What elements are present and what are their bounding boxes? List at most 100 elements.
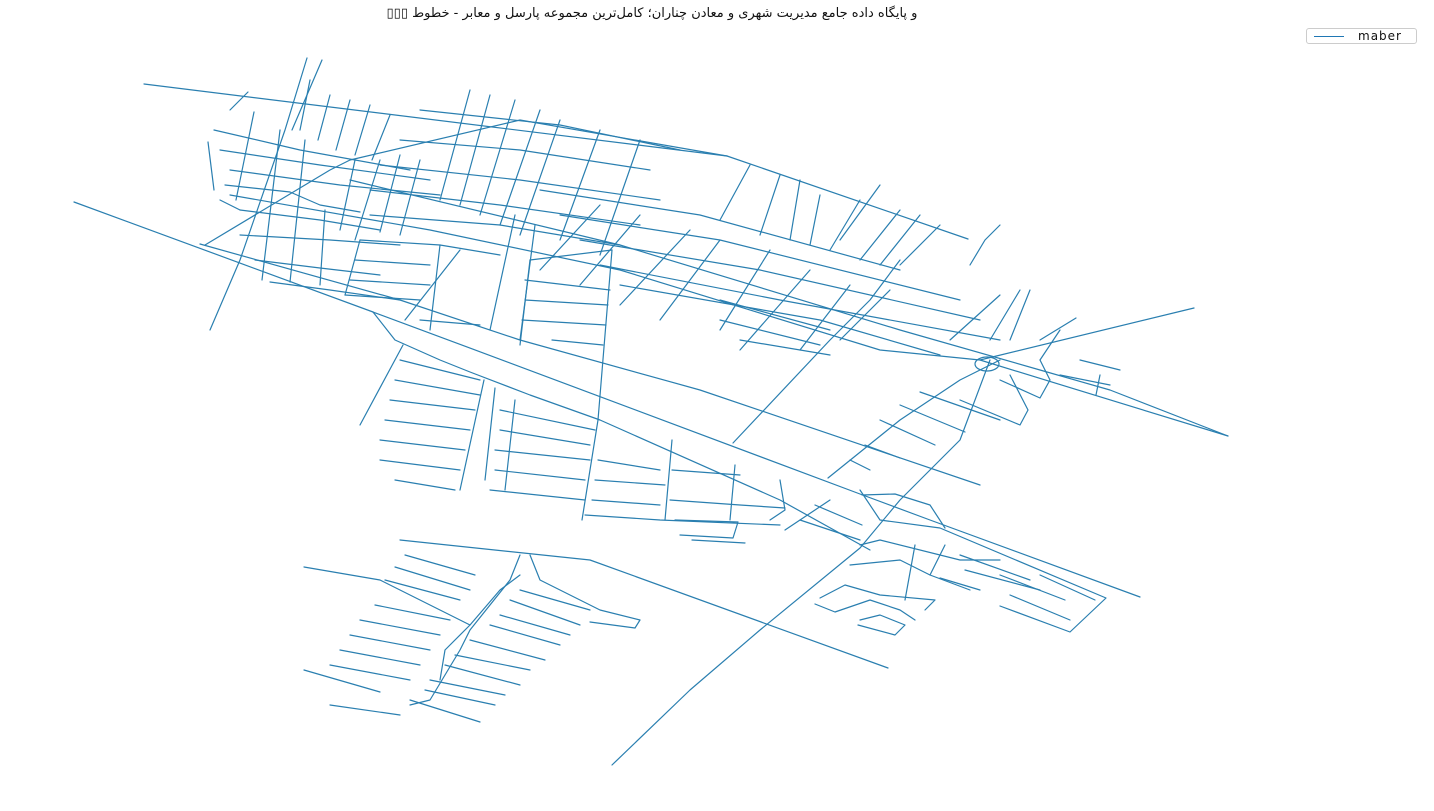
street-line <box>399 359 481 381</box>
street-line <box>489 489 586 501</box>
street-line <box>999 359 1051 399</box>
street-line <box>674 519 739 539</box>
street-line <box>899 404 966 433</box>
street-line <box>404 554 476 576</box>
street-line <box>229 169 441 196</box>
street-line <box>584 514 781 526</box>
street-line <box>439 89 471 201</box>
street-line <box>354 104 371 156</box>
street-line <box>409 554 521 706</box>
street-line <box>317 94 331 141</box>
street-line <box>349 279 431 286</box>
street-line <box>303 566 471 626</box>
street-line <box>73 201 374 313</box>
street-line <box>597 459 661 471</box>
east-grid <box>849 359 1121 471</box>
street-line <box>439 574 521 681</box>
street-line <box>591 499 661 506</box>
street-line <box>729 464 736 521</box>
street-line <box>789 179 801 241</box>
street-line <box>969 224 1001 266</box>
street-line <box>619 284 941 356</box>
street-line <box>239 234 401 246</box>
street-line <box>454 654 531 671</box>
southeast-grid <box>784 499 1096 636</box>
street-line <box>143 83 728 157</box>
street-line <box>814 599 916 621</box>
street-line <box>529 554 641 629</box>
legend-swatch <box>1314 36 1344 37</box>
street-line <box>669 499 786 509</box>
street-line <box>339 649 421 666</box>
street-line <box>499 109 541 226</box>
street-line <box>521 319 607 326</box>
street-line <box>732 259 901 444</box>
street-line <box>861 493 946 529</box>
street-line <box>399 539 889 669</box>
street-line <box>489 214 516 331</box>
street-line <box>349 179 1229 437</box>
street-line <box>814 504 863 526</box>
street-line <box>329 704 401 716</box>
central-east-grid <box>539 164 1077 426</box>
street-line <box>859 489 1107 633</box>
street-line <box>419 319 481 326</box>
street-line <box>829 199 861 251</box>
street-line <box>594 479 666 486</box>
street-line <box>494 449 591 461</box>
street-line <box>224 184 361 213</box>
street-line <box>979 307 1195 361</box>
street-line <box>611 359 991 766</box>
southwest-grid <box>303 554 641 723</box>
street-line <box>344 294 421 301</box>
legend: maber <box>1306 28 1417 44</box>
street-line <box>1095 374 1101 396</box>
street-line <box>551 339 604 346</box>
street-line <box>359 344 404 426</box>
street-line <box>959 554 1031 581</box>
street-line <box>499 614 571 636</box>
street-line <box>539 204 601 271</box>
street-line <box>459 379 485 491</box>
street-line <box>379 164 661 201</box>
street-line <box>372 311 1141 598</box>
street-line <box>479 99 516 216</box>
west-central-grid <box>359 249 786 544</box>
street-line <box>394 479 456 491</box>
street-line <box>719 319 821 346</box>
street-line <box>379 154 401 233</box>
street-line <box>849 559 971 591</box>
map-title: و پایگاه داده جامع مدیریت شهری و معادن چ… <box>386 6 918 21</box>
street-line <box>509 599 581 626</box>
street-line <box>379 439 466 451</box>
street-line <box>719 299 831 331</box>
street-line <box>999 574 1066 601</box>
street-line <box>759 174 781 236</box>
street-line <box>409 699 481 723</box>
arterial-roads <box>73 57 1229 766</box>
street-line <box>599 139 641 256</box>
street-line <box>399 139 651 171</box>
street-line <box>859 209 901 261</box>
street-line <box>384 579 461 601</box>
street-line <box>929 544 946 576</box>
street-line <box>199 243 981 486</box>
street-line <box>597 249 613 421</box>
street-line <box>519 119 561 236</box>
street-line <box>879 419 936 446</box>
street-line <box>579 239 981 321</box>
street-line <box>719 164 751 221</box>
street-line <box>424 689 496 706</box>
street-line <box>219 149 431 181</box>
roundabout <box>974 356 1000 372</box>
street-line <box>229 91 249 111</box>
street-line <box>369 189 641 226</box>
street-line <box>254 259 381 276</box>
street-line <box>429 244 441 331</box>
street-line <box>964 569 1041 591</box>
street-line <box>726 155 969 240</box>
street-line <box>339 159 356 231</box>
street-line <box>229 194 1229 437</box>
street-line <box>329 664 411 681</box>
street-line <box>664 439 673 521</box>
